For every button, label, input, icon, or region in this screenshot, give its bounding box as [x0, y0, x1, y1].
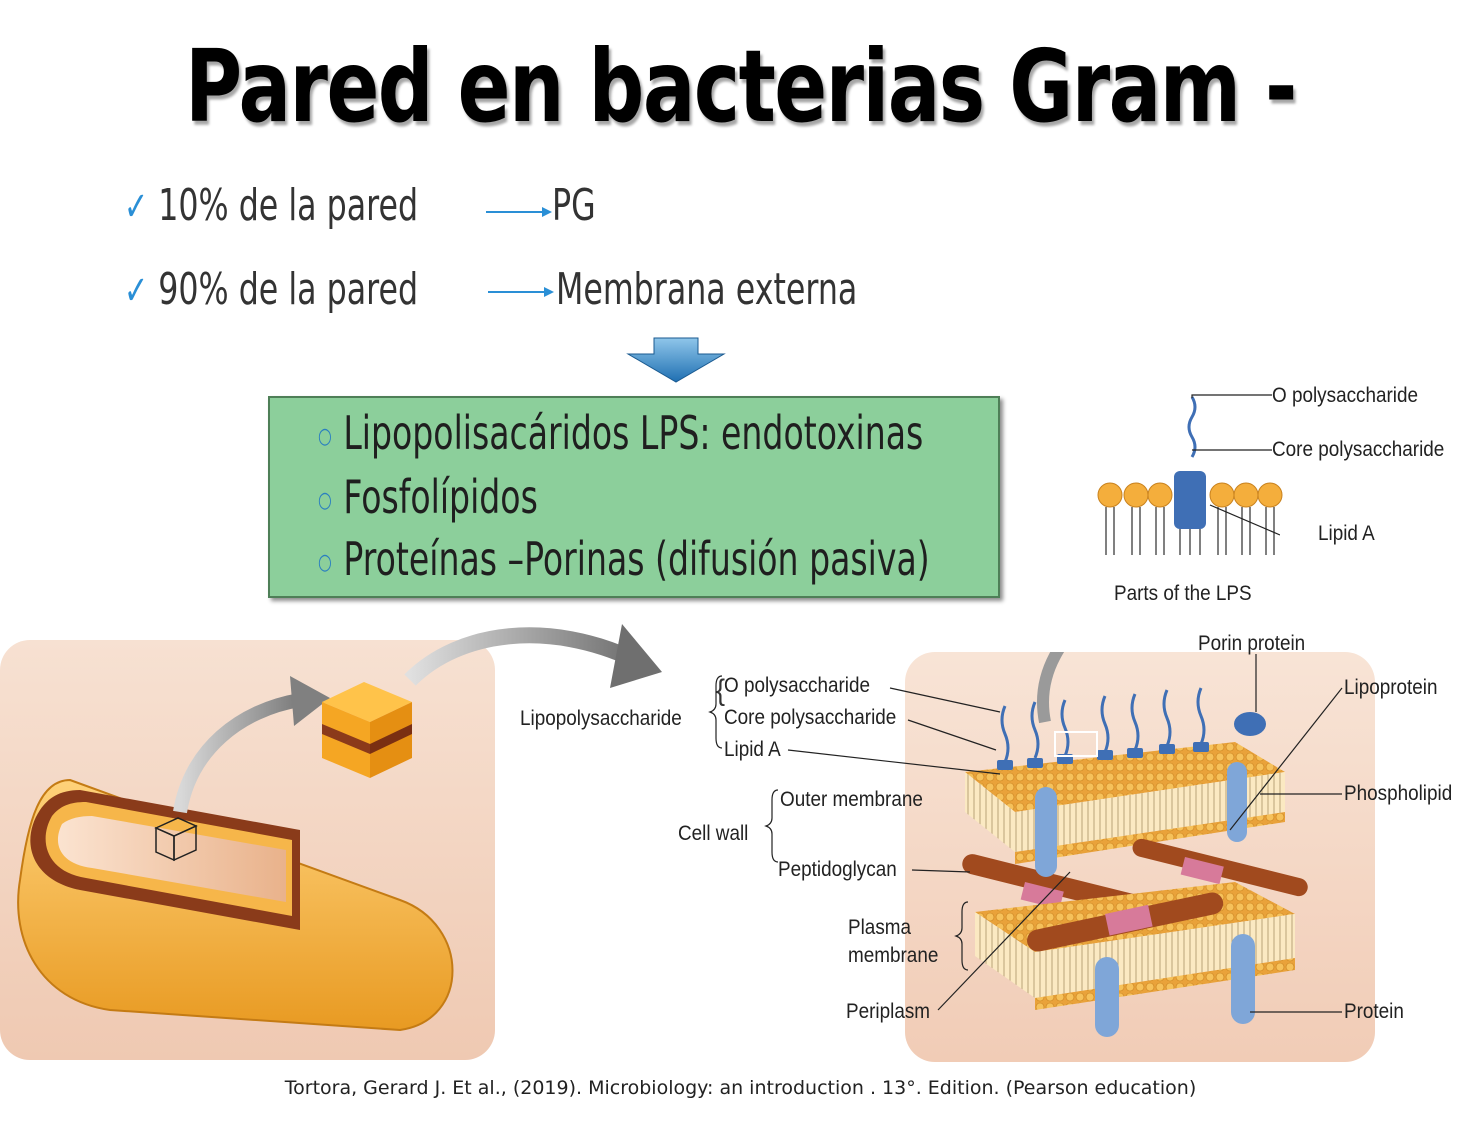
bacterium-illustration [0, 640, 495, 1060]
box-item-phospholipids: ○ Fosfolípidos [318, 470, 538, 524]
lipid-a-label: Lipid A [724, 738, 781, 761]
phospholipid-label: Phospholipid [1344, 782, 1453, 805]
down-arrow-icon [626, 337, 726, 383]
box-item-text: Lipopolisacáridos LPS: endotoxinas [343, 406, 924, 460]
lps-leader-lines [1191, 394, 1280, 536]
bullet-membrane: ✓ 90% de la pared [124, 264, 418, 315]
bullet-pg-left: 10% de la pared [158, 180, 419, 231]
bullet-membrane-target: Membrana externa [556, 264, 857, 315]
protein-label: Protein [1344, 1000, 1404, 1023]
bullet-membrane-right: Membrana externa [556, 264, 858, 315]
bullet-membrane-left: 90% de la pared [158, 264, 419, 315]
arrow-right-icon [486, 207, 552, 217]
lps-core-polysaccharide-label: Core polysaccharide [1272, 438, 1445, 461]
plasma-membrane-label-1: Plasma [848, 916, 912, 939]
wall-leader-lines [708, 654, 1343, 1013]
cell-wall-label: Cell wall [678, 822, 749, 845]
bullet-pg-right: PG [552, 180, 596, 231]
circle-bullet-icon: ○ [318, 550, 332, 575]
cell-wall-diagram [905, 652, 1375, 1062]
box-item-text: Fosfolípidos [343, 470, 538, 524]
porin-protein-label: Porin protein [1198, 632, 1306, 655]
curved-arrow-icon [404, 624, 662, 688]
bullet-pg-target: PG [552, 180, 596, 231]
brace-icon: { [716, 674, 726, 707]
periplasm-label: Periplasm [846, 1000, 931, 1023]
lps-parts-illustration [1097, 396, 1283, 555]
arrow-right-icon [488, 287, 554, 297]
lps-lipid-a-label: Lipid A [1318, 522, 1375, 545]
plasma-membrane-label-2: membrane [848, 944, 939, 967]
check-icon: ✓ [124, 184, 149, 230]
o-polysaccharide-label: O polysaccharide [724, 674, 871, 697]
outer-membrane-label: Outer membrane [780, 788, 923, 811]
lipoprotein-label: Lipoprotein [1344, 676, 1438, 699]
slide-title: Pared en bacterias Gram - [184, 28, 1297, 145]
citation: Tortora, Gerard J. Et al., (2019). Micro… [284, 1077, 1197, 1099]
component-box: ○ Lipopolisacáridos LPS: endotoxinas ○ Fos… [268, 396, 1000, 598]
core-polysaccharide-label: Core polysaccharide [724, 706, 897, 729]
lps-o-polysaccharide-label: O polysaccharide [1272, 384, 1419, 407]
box-item-text: Proteínas –Porinas (difusión pasiva) [343, 532, 930, 586]
check-icon: ✓ [124, 268, 149, 314]
circle-bullet-icon: ○ [318, 424, 332, 449]
box-item-proteins: ○ Proteínas –Porinas (difusión pasiva) [318, 532, 930, 586]
bullet-pg: ✓ 10% de la pared [124, 180, 418, 231]
lps-caption: Parts of the LPS [1114, 582, 1252, 605]
lipopolysaccharide-label: Lipopolysaccharide [520, 707, 682, 730]
box-item-lps: ○ Lipopolisacáridos LPS: endotoxinas [318, 406, 923, 460]
circle-bullet-icon: ○ [318, 488, 332, 513]
peptidoglycan-label: Peptidoglycan [778, 858, 897, 881]
